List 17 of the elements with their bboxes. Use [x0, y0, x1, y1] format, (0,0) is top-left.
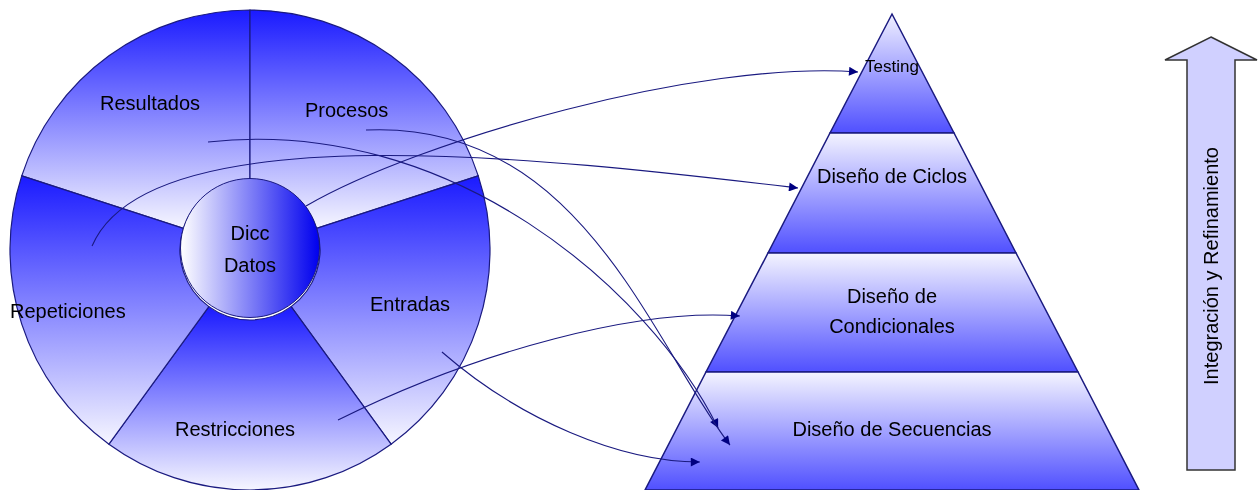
segment-label: Entradas	[370, 292, 451, 317]
segment-label: Resultados	[100, 91, 201, 116]
arrow	[365, 129, 731, 446]
arrow	[441, 351, 701, 467]
level-label: Diseño de Secuencias	[791, 417, 993, 442]
level-label: Diseño de Condicionales	[828, 284, 956, 339]
level-label: Testing	[864, 57, 920, 77]
arrow	[337, 311, 741, 421]
arrow	[207, 138, 719, 429]
center-label: Dicc Datos	[222, 221, 278, 278]
segment-label: Restricciones	[175, 417, 296, 442]
arrow	[91, 154, 799, 247]
segment-label: Procesos	[305, 98, 389, 123]
level-label: Diseño de Ciclos	[815, 164, 969, 189]
segment-label: Repeticiones	[10, 299, 126, 324]
arrow	[305, 67, 859, 207]
vertical-label: Integración y Refinamiento	[1199, 146, 1223, 385]
